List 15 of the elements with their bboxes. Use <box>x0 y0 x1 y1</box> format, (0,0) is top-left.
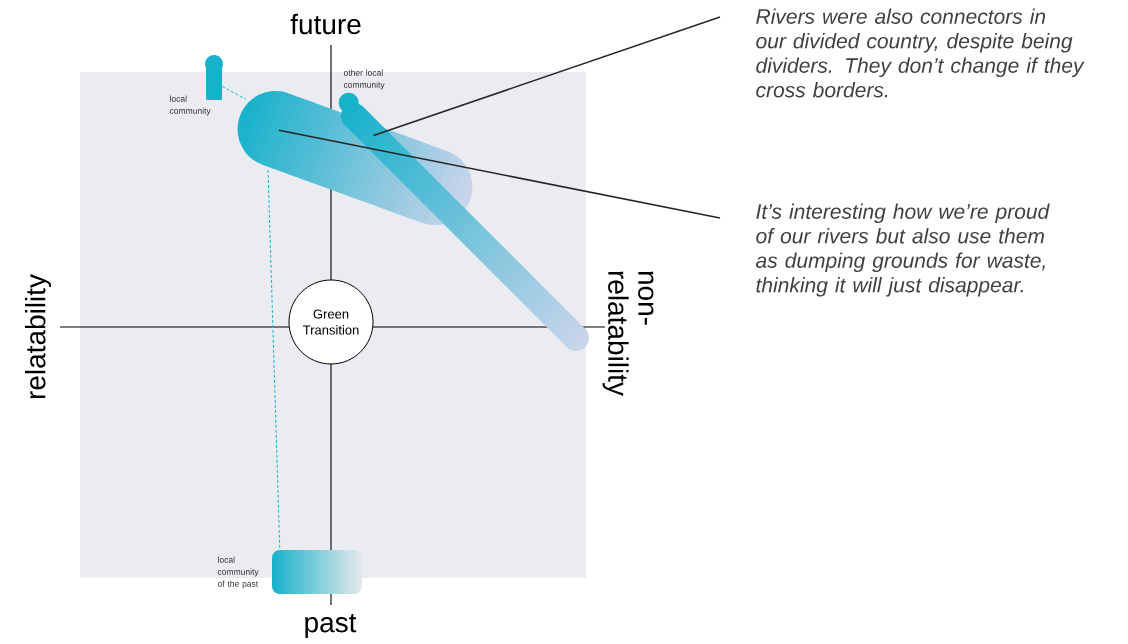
connector-line <box>221 85 247 100</box>
pin-marker <box>205 55 223 100</box>
quote-text: Rivers were also connectors in our divided country, despite being dividers. They don’t change if they cross borders. <box>756 8 1085 98</box>
axis-label: future <box>290 13 361 35</box>
axis-label: relatability <box>24 274 52 399</box>
connector-line <box>267 169 281 551</box>
leader-line <box>278 129 721 219</box>
axis-label: non- relatability <box>602 271 654 396</box>
community-label: local community of the past <box>217 556 259 589</box>
leader-line <box>372 16 721 137</box>
community-label: other local community <box>343 69 385 90</box>
river-band <box>272 550 362 594</box>
community-label: local community <box>169 95 211 116</box>
quote-text: It’s interesting how we’re proud of our rivers but also use them as dumping grounds for waste, thinking it will just disappear. <box>756 203 1050 297</box>
circle-node: Green Transition <box>288 279 374 365</box>
